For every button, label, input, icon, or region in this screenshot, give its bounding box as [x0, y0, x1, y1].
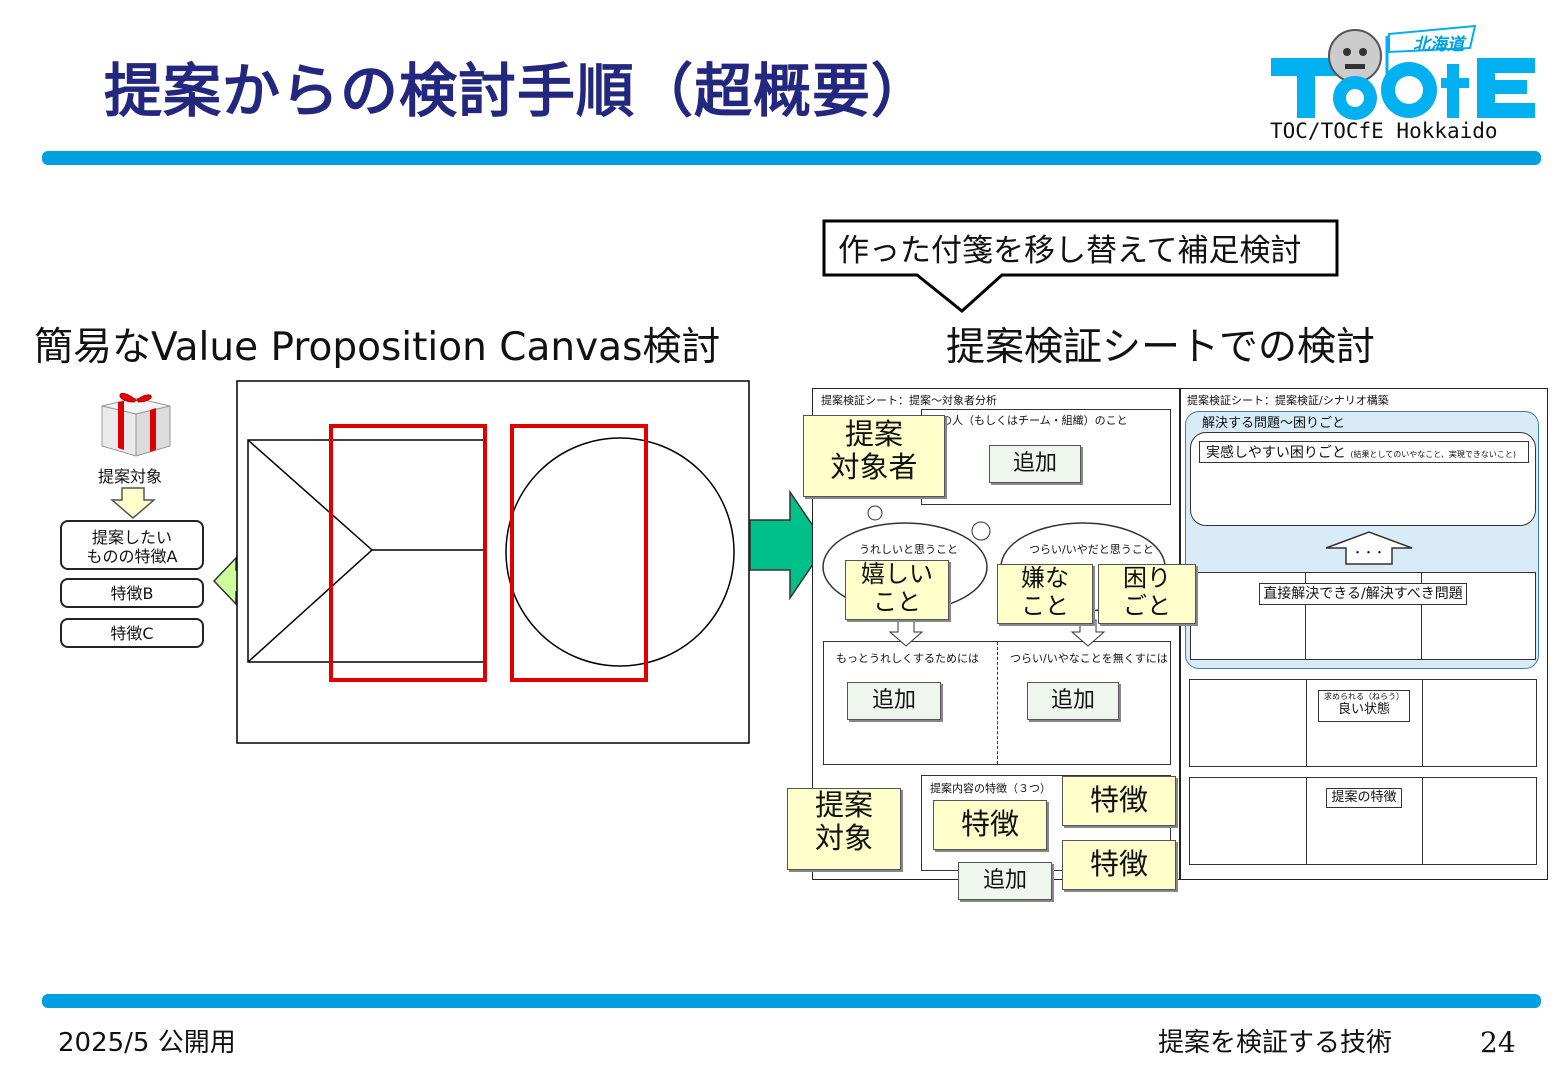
add-button-more-happy[interactable]: 追加 [847, 682, 941, 720]
sticky-feature-3: 特徴 [1062, 840, 1176, 890]
footer-date: 2025/5 公開用 [58, 1022, 236, 1059]
good-state-text: 良い状態 [1319, 701, 1409, 716]
logo-flag-text: 北海道 [1413, 30, 1464, 55]
left-heading: 簡易なValue Proposition Canvas検討 [34, 316, 720, 372]
sticky-target-person: 提案 対象者 [803, 415, 945, 497]
dots: ・・・ [1352, 544, 1385, 560]
sticky-target: 提案 対象 [787, 788, 901, 870]
add-button-features[interactable]: 追加 [958, 862, 1052, 900]
page-title: 提案からの検討手順（超概要） [104, 44, 930, 128]
logo-caption: TOC/TOCfE Hokkaido [1270, 119, 1498, 143]
sticky-unpleasant: 嫌な こと [997, 564, 1093, 624]
action-divider [997, 642, 998, 764]
direct-problem-label: 直接解決できる/解決すべき問題 [1259, 583, 1467, 605]
footer-divider [42, 994, 1541, 1008]
felt-trouble-label: 実感しやすい困りごと (結果としてのいやなこと、実現できないこと) [1199, 441, 1529, 463]
features-box-title: 提案内容の特徴（３つ） [930, 780, 1051, 796]
good-state-grid: 求められる（ねらう） 良い状態 [1189, 679, 1537, 767]
direct-problem-grid: 直接解決できる/解決すべき問題 [1190, 572, 1536, 660]
felt-trouble-box: 実感しやすい困りごと (結果としてのいやなこと、実現できないこと) [1190, 432, 1536, 526]
logo: 北海道 TOC/TOCfE Hokkaido [1265, 22, 1545, 147]
remove-pain-label: つらい/いやなことを無くすには [1010, 650, 1168, 666]
add-button-remove-pain[interactable]: 追加 [1027, 682, 1119, 720]
sticky-trouble: 困り ごと [1098, 564, 1196, 624]
sheet-scenario: 提案検証シート：提案検証/シナリオ構築 解決する問題～困りごと 実感しやすい困り… [1180, 388, 1548, 880]
sheet-scenario-title: 提案検証シート：提案検証/シナリオ構築 [1187, 392, 1389, 408]
small-down-arrow-icon [888, 618, 924, 648]
down-arrow-icon [110, 486, 156, 524]
feature-box-a: 提案したい ものの特徴A [60, 520, 204, 570]
person-box-title: この人（もしくはチーム・組織）のこと [930, 412, 1128, 428]
add-button-person[interactable]: 追加 [989, 445, 1081, 483]
sticky-feature-1: 特徴 [933, 800, 1047, 850]
sticky-feature-2: 特徴 [1062, 776, 1176, 826]
page-number: 24 [1480, 1026, 1516, 1059]
good-state-small: 求められる（ねらう） [1319, 691, 1409, 701]
footer-title: 提案を検証する技術 [1158, 1022, 1392, 1059]
feature-box-c: 特徴C [60, 618, 204, 648]
sticky-happy: 嬉しい こと [845, 560, 949, 620]
feature-box-b: 特徴B [60, 578, 204, 608]
vpc-canvas [236, 380, 750, 744]
gift-icon [96, 384, 176, 460]
proposal-features-label: 提案の特徴 [1326, 788, 1402, 808]
callout: 作った付箋を移し替えて補足検討 [822, 219, 1340, 314]
header-divider [42, 151, 1541, 165]
problem-area: 解決する問題～困りごと 実感しやすい困りごと (結果としてのいやなこと、実現でき… [1185, 411, 1539, 669]
gift-label: 提案対象 [98, 463, 162, 487]
proposal-features-grid: 提案の特徴 [1189, 777, 1537, 865]
problem-area-title: 解決する問題～困りごと [1202, 412, 1345, 431]
good-state-label: 求められる（ねらう） 良い状態 [1318, 690, 1410, 722]
more-happy-label: もっとうれしくするためには [836, 650, 979, 666]
sheet-analysis-title: 提案検証シート：提案～対象者分析 [821, 392, 997, 408]
felt-trouble-note: (結果としてのいやなこと、実現できないこと) [1350, 450, 1516, 459]
felt-trouble-text: 実感しやすい困りごと [1206, 445, 1346, 461]
cloud-pain-label: つらい/いやだと思うこと [1029, 541, 1154, 557]
cloud-happy-label: うれしいと思うこと [859, 541, 958, 557]
right-heading: 提案検証シートでの検討 [946, 316, 1375, 372]
callout-text: 作った付箋を移し替えて補足検討 [838, 225, 1301, 270]
